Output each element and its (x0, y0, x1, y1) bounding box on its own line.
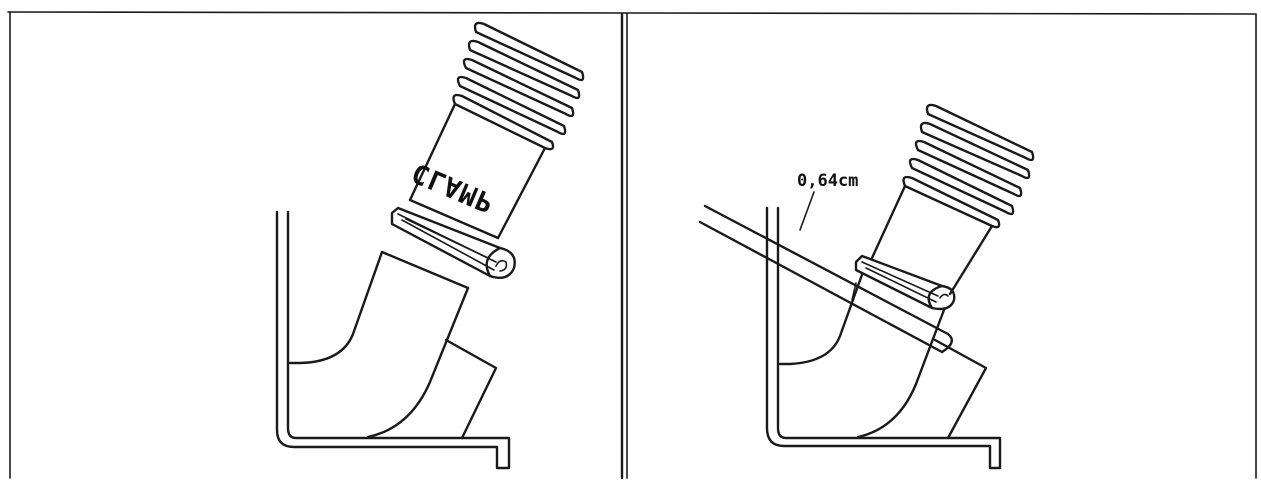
bracket (765, 206, 1002, 470)
panel-right: 0,64cm (698, 103, 1035, 470)
hose-corrugations (902, 103, 1035, 229)
support-block (933, 338, 988, 440)
hose-clamp (854, 254, 956, 311)
dimension-label: 0,64cm (797, 171, 858, 191)
clamp-label: CLAMP (407, 156, 499, 218)
upper-hose (408, 21, 585, 240)
bracket (275, 210, 511, 470)
figure-frame (7, 11, 1257, 480)
hose-corrugations (452, 21, 585, 151)
panel-left: CLAMP (275, 21, 585, 470)
lower-pipe (288, 250, 470, 439)
support-block (444, 338, 498, 440)
dimension-callout: 0,64cm (797, 171, 858, 231)
upper-hose (870, 103, 1035, 296)
hose-clamp (390, 206, 516, 279)
lower-pipe (778, 256, 952, 439)
measuring-rod (698, 204, 954, 354)
